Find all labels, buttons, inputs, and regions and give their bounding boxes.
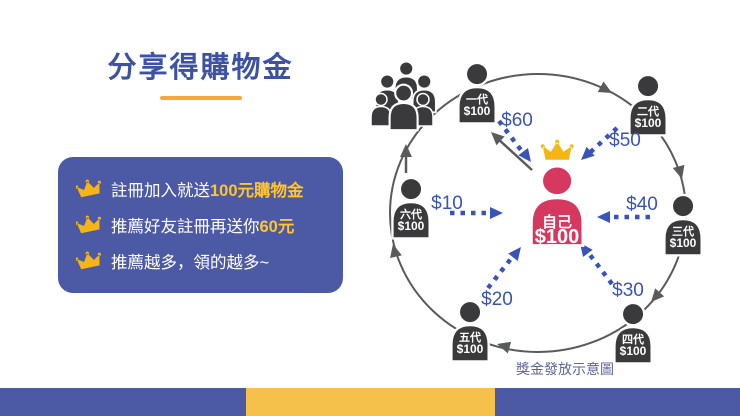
node-gen-4: 四代 $100 xyxy=(613,301,653,365)
reward-arrowhead xyxy=(508,243,526,261)
benefit-item-3: 推薦越多，領的越多~ xyxy=(76,243,343,279)
gen-amount: $100 xyxy=(620,344,647,358)
crown-bullet-icon xyxy=(76,251,102,271)
gen-label: 三代 xyxy=(672,224,694,238)
reward-arrowhead xyxy=(490,207,503,219)
node-gen-6: 六代 $100 xyxy=(391,176,431,240)
node-self: 自己 $100 xyxy=(529,139,585,248)
node-gen-2: 二代 $100 xyxy=(628,73,668,137)
solid-arrowhead xyxy=(400,144,412,157)
benefit-text: 註冊加入就送100元購物金 xyxy=(111,177,304,201)
page-title: 分享得購物金 xyxy=(107,52,294,84)
self-amount: $100 xyxy=(535,226,580,248)
referral-diagram: 一代 $100 二代 $100 三代 $100 四代 $100 五代 $100 … xyxy=(370,60,703,377)
benefit-text: 推薦好友註冊再送你60元 xyxy=(111,213,294,237)
benefit-text: 推薦越多，領的越多~ xyxy=(111,249,269,273)
gen-amount: $100 xyxy=(457,342,484,356)
gen-label: 五代 xyxy=(459,330,481,344)
node-gen-3: 三代 $100 xyxy=(663,193,703,257)
title-block: 分享得購物金 xyxy=(58,44,343,100)
gen-amount: $100 xyxy=(464,104,491,118)
self-label: 自己 xyxy=(542,213,572,231)
reward-arrowhead xyxy=(518,148,536,166)
reward-label-gen6: $10 xyxy=(431,193,463,214)
crowd-icon xyxy=(370,60,437,132)
crown-bullet-icon xyxy=(76,179,102,199)
gen-amount: $100 xyxy=(670,236,697,250)
bar-segment-blue-left xyxy=(0,388,246,416)
benefit-item-1: 註冊加入就送100元購物金 xyxy=(76,171,343,207)
benefit-plain-text: 推薦好友註冊再送你 xyxy=(111,218,260,236)
diagram-caption: 獎金發放示意圖 xyxy=(516,361,614,377)
reward-label-gen1: $60 xyxy=(501,110,533,131)
reward-label-gen4: $30 xyxy=(612,280,644,301)
bar-segment-yellow xyxy=(246,388,495,416)
benefit-plain-text: 註冊加入就送 xyxy=(111,182,210,200)
gen-label: 六代 xyxy=(400,207,422,221)
benefit-highlight: 60元 xyxy=(259,218,295,236)
reward-arrow-gen1 xyxy=(497,119,529,160)
reward-arrowhead xyxy=(597,211,610,223)
crown-icon xyxy=(540,139,574,160)
title-underline xyxy=(159,96,242,100)
gen-label: 四代 xyxy=(622,332,644,346)
bottom-bar xyxy=(0,388,740,416)
reward-label-gen5: $20 xyxy=(481,289,513,310)
node-gen-5: 五代 $100 xyxy=(450,299,490,363)
benefit-plain-text: 推薦越多，領的越多~ xyxy=(111,254,270,272)
gen-label: 一代 xyxy=(466,92,488,106)
benefit-highlight: 100元購物金 xyxy=(210,182,304,200)
solid-arrow-self-to-gen1 xyxy=(496,137,533,171)
reward-arrow-gen5 xyxy=(486,249,519,290)
bar-segment-blue-right xyxy=(495,388,740,416)
reward-arrow-gen4 xyxy=(582,245,614,286)
reward-label-gen3: $40 xyxy=(626,194,658,215)
benefit-item-2: 推薦好友註冊再送你60元 xyxy=(76,207,343,243)
gen-amount: $100 xyxy=(398,219,425,233)
gen-label: 二代 xyxy=(637,104,659,118)
node-gen-1: 一代 $100 xyxy=(457,61,497,125)
reward-label-gen2: $50 xyxy=(609,130,641,151)
benefits-box: 註冊加入就送100元購物金 推薦好友註冊再送你60元 推薦越多，領的越多~ xyxy=(58,157,343,293)
crown-bullet-icon xyxy=(76,215,102,235)
gen-amount: $100 xyxy=(635,116,662,130)
circle-arrowhead xyxy=(597,81,615,99)
